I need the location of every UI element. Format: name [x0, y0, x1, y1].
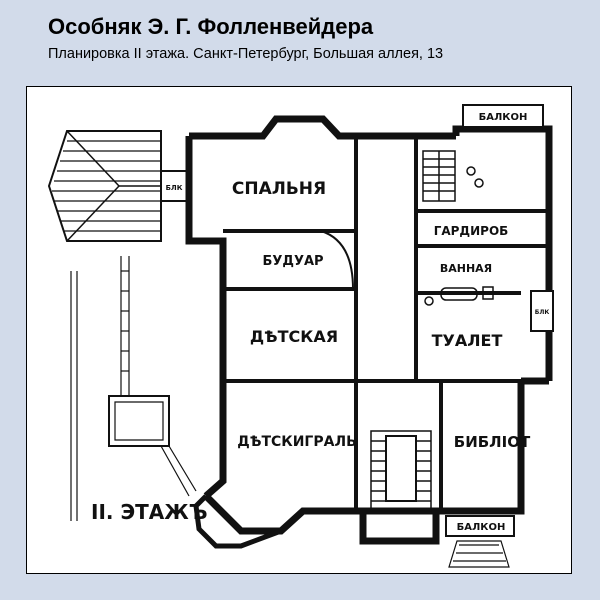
room-library: БИБЛІОТ: [454, 433, 531, 451]
balcony-top-label: БАЛКОН: [479, 112, 528, 123]
exterior-stair: [70, 256, 197, 521]
balcony-right: [530, 290, 554, 332]
stairs-top: [422, 150, 456, 202]
room-bedroom: СПАЛЬНЯ: [232, 179, 326, 199]
room-toilet: ТУАЛЕТ: [432, 331, 503, 350]
bottom-steps: [448, 540, 510, 568]
page-subtitle: Планировка II этажа. Санкт-Петербург, Бо…: [48, 46, 444, 62]
balcony-left: [160, 170, 188, 202]
room-boudoir: БУДУАР: [262, 254, 323, 269]
balcony-top: [462, 104, 544, 128]
stairs-central: [370, 430, 432, 512]
room-playroom: ДѢТСКИГРАЛЬ: [237, 434, 357, 450]
bath-fixtures: [424, 166, 494, 306]
balcony-left-label: БЛК: [166, 184, 183, 192]
page-title: Особняк Э. Г. Фолленвейдера: [48, 14, 374, 39]
floor-plan: БЛК: [47, 104, 554, 568]
balcony-bottom: [445, 515, 515, 537]
balcony-right-label: БЛК: [535, 309, 550, 316]
room-bathroom: ВАННАЯ: [440, 262, 492, 275]
bay-window: [193, 494, 282, 549]
room-wardrobe: ГАРДИРОБ: [434, 224, 509, 238]
interior-walls: [223, 136, 549, 511]
floor-label: II. ЭТАЖЪ: [91, 500, 208, 524]
left-roof: [47, 130, 162, 242]
floor-plan-frame: БЛК: [26, 86, 572, 574]
balcony-bottom-label: БАЛКОН: [457, 522, 506, 533]
boudoir-curve: [320, 230, 354, 290]
room-nursery: ДѢТСКАЯ: [250, 327, 338, 346]
